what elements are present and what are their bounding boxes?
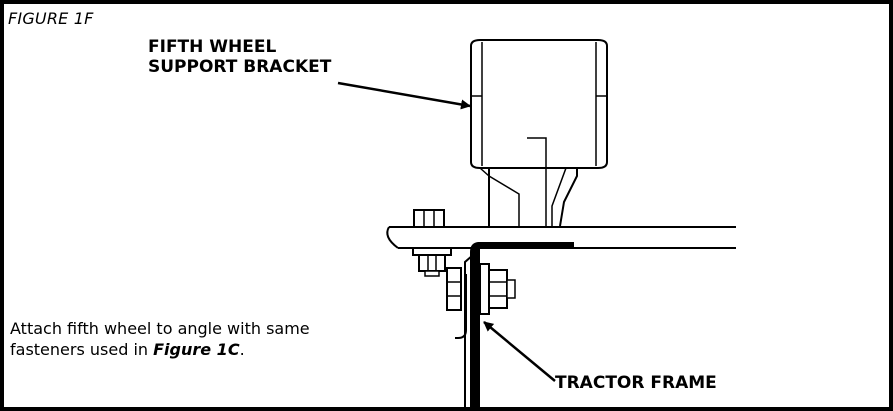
figure-label: FIGURE 1F (8, 9, 94, 28)
side-bolt (446, 263, 516, 315)
bracket-leader-arrow (337, 81, 471, 110)
frame-leader-arrow (483, 321, 556, 382)
installation-note: Attach fifth wheel to angle with same fa… (10, 318, 340, 360)
bracket-callout: FIFTH WHEEL SUPPORT BRACKET (148, 37, 331, 77)
bracket-callout-line2: SUPPORT BRACKET (148, 57, 332, 77)
note-figure-ref: Figure 1C (153, 340, 240, 359)
note-end: . (239, 340, 245, 359)
bottom-nut (412, 247, 452, 277)
angle-iron (455, 242, 574, 410)
tractor-frame-callout: TRACTOR FRAME (555, 373, 717, 393)
note-text: Attach fifth wheel to angle with same fa… (10, 319, 310, 359)
support-bracket (470, 39, 608, 227)
top-bolt-head (413, 209, 445, 228)
bracket-callout-line1: FIFTH WHEEL (148, 37, 277, 57)
